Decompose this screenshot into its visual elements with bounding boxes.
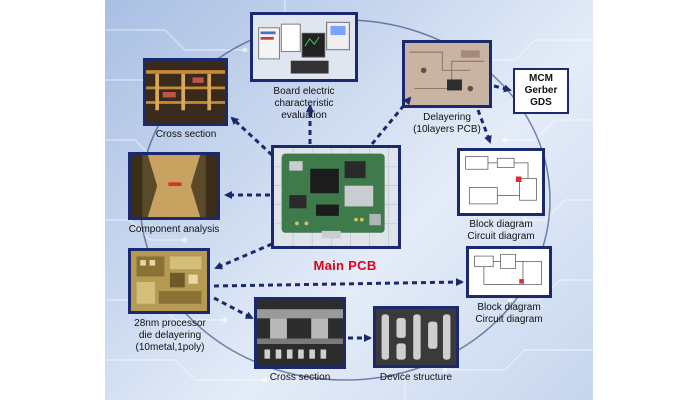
block-diagram-1-image [457, 148, 545, 216]
cross-section-top-image [143, 58, 228, 126]
caption-line: Block diagram [477, 302, 541, 313]
delayering-pcb-caption: Delayering (10layers PCB) [395, 112, 499, 136]
caption-line: Circuit diagram [467, 231, 535, 242]
caption-line: (10layers PCB) [413, 124, 481, 135]
caption-line: characteristic [274, 98, 334, 109]
main-pcb-label: Main PCB [313, 258, 377, 273]
cross-section-bottom-image [254, 297, 346, 369]
caption-line: Board electric [273, 86, 335, 97]
mcm-gerber-gds-box: MCM Gerber GDS [513, 68, 569, 114]
cross-section-top-caption: Cross section [140, 129, 232, 141]
caption-line: Delayering [423, 112, 471, 123]
caption-line: Cross section [155, 129, 217, 140]
caption-line: Component analysis [128, 224, 220, 235]
mcm-line: MCM [529, 73, 553, 84]
caption-line: Cross section [269, 372, 331, 383]
mcm-line: GDS [530, 97, 552, 108]
caption-line: evaluation [281, 110, 327, 121]
cross-section-bottom-caption: Cross section [250, 372, 350, 384]
device-structure-image [373, 306, 459, 368]
caption-line: Device structure [379, 372, 453, 383]
processor-die-image [128, 248, 210, 314]
board-evaluation-caption: Board electric characteristic evaluation [254, 86, 354, 122]
mcm-line: Gerber [524, 85, 558, 96]
component-analysis-caption: Component analysis [118, 224, 230, 236]
block-diagram-2-caption: Block diagram Circuit diagram [458, 302, 560, 326]
main-pcb-image [271, 145, 401, 249]
caption-line: die delayering [138, 330, 202, 341]
block-diagram-2-image [466, 246, 552, 298]
component-analysis-image [128, 152, 220, 220]
device-structure-caption: Device structure [366, 372, 466, 384]
caption-line: Circuit diagram [475, 314, 543, 325]
processor-die-caption: 28nm processor die delayering (10metal,1… [122, 318, 218, 354]
caption-line: 28nm processor [134, 318, 206, 329]
caption-line: Block diagram [469, 219, 533, 230]
board-evaluation-image [250, 12, 358, 82]
delayering-pcb-image [402, 40, 492, 108]
block-diagram-1-caption: Block diagram Circuit diagram [450, 219, 552, 243]
caption-line: (10metal,1poly) [135, 342, 205, 353]
